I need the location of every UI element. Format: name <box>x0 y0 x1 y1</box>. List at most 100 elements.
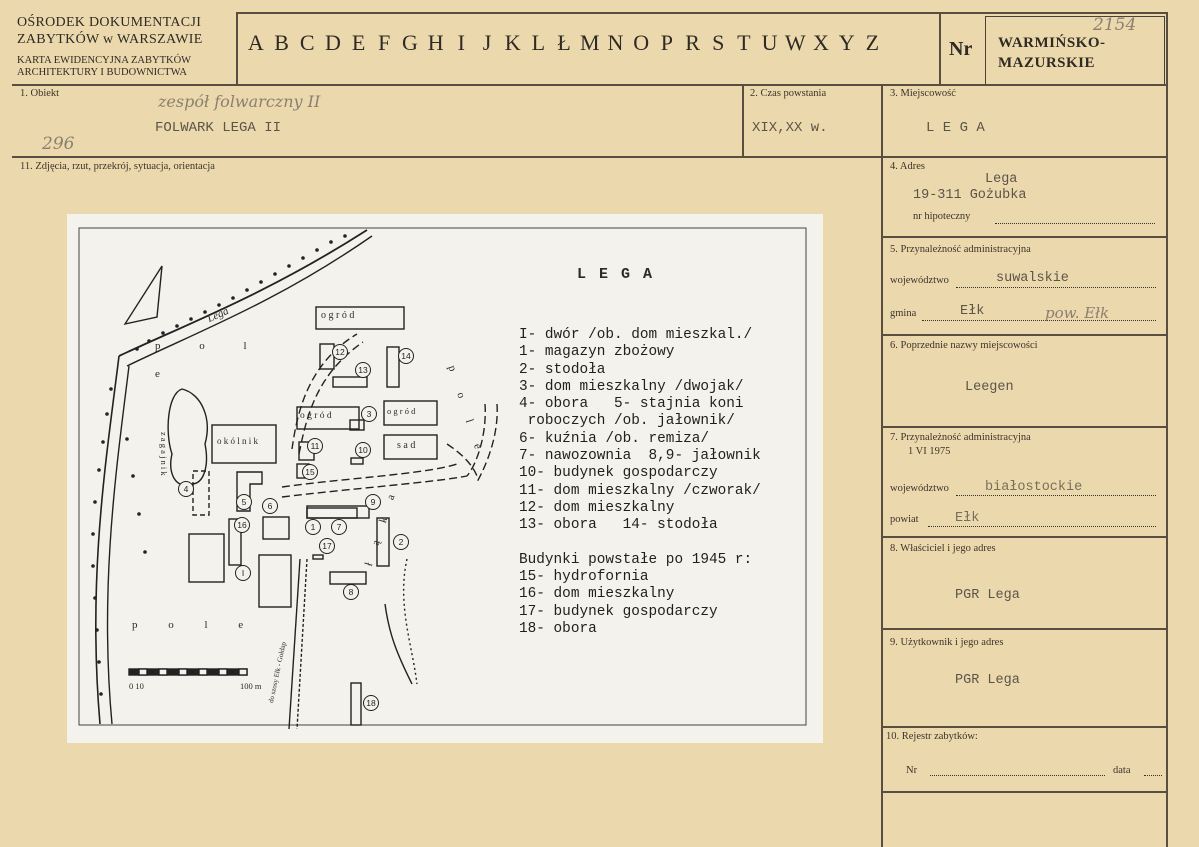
poprzednie-value: Leegen <box>965 380 1014 395</box>
index-letter: Z <box>865 30 880 55</box>
wojewodztwo1975-label: województwo <box>890 483 949 494</box>
index-letter: J <box>482 30 492 55</box>
legend-line: 3- dom mieszkalny /dwojak/ <box>519 378 744 395</box>
tree-marker <box>231 296 235 300</box>
uzytkownik-label: 9. Użytkownik i jego adres <box>890 637 1004 648</box>
index-letter: B <box>274 30 289 55</box>
legend-line: roboczych /ob. jałownik/ <box>519 413 735 430</box>
index-letter: U <box>761 30 778 55</box>
legend-line: 17- budynek gospodarczy <box>519 603 718 620</box>
building-marker: 9 <box>365 494 381 510</box>
przynaleznosc-label: 5. Przynależność administracyjna <box>890 244 1031 255</box>
plan-legend: I- dwór /ob. dom mieszkal./1- magazyn zb… <box>519 327 761 638</box>
tree-marker <box>95 628 99 632</box>
svg-text:6: 6 <box>268 501 273 511</box>
obiekt-value: FOLWARK LEGA II <box>155 120 282 136</box>
voivodeship-name: WARMIŃSKO- MAZURSKIE <box>998 35 1106 71</box>
building-marker: 13 <box>355 362 371 378</box>
building-marker: 12 <box>332 344 348 360</box>
building-marker: 14 <box>398 348 414 364</box>
building-marker: 18 <box>363 695 379 711</box>
building-marker: 1 <box>305 519 321 535</box>
svg-text:7: 7 <box>337 522 342 532</box>
scale-end: 100 m <box>240 681 262 691</box>
przynaleznosc1975-date: 1 VI 1975 <box>908 446 951 457</box>
building-marker: 5 <box>236 494 252 510</box>
miejscowosc-label: 3. Miejscowość <box>890 88 956 99</box>
rejestr-data-label: data <box>1113 765 1131 776</box>
rejestr-nr-label: Nr <box>906 765 918 776</box>
tree-marker <box>97 660 101 664</box>
svg-text:9: 9 <box>371 497 376 507</box>
index-letter: X <box>813 30 829 55</box>
svg-text:17: 17 <box>322 541 332 551</box>
svg-text:I: I <box>242 568 244 578</box>
garden-label-mid: o g r ó d <box>300 411 332 421</box>
tree-marker <box>161 331 165 335</box>
tree-marker <box>329 240 333 244</box>
index-letter: W <box>784 30 806 55</box>
card-title: KARTA EWIDENCYJNA ZABYTKÓW ARCHITEKTURY … <box>17 55 192 78</box>
index-letter: G <box>402 30 418 55</box>
index-letter: P <box>660 30 673 55</box>
garden-label-right: o g r ó d <box>387 406 416 416</box>
tree-marker <box>91 532 95 536</box>
tree-marker <box>97 468 101 472</box>
obiekt-number: 296 <box>42 134 75 154</box>
tree-marker <box>109 387 113 391</box>
legend-line <box>519 535 761 552</box>
przynaleznosc1975-label: 7. Przynależność administracyjna <box>890 432 1031 443</box>
tree-marker <box>101 440 105 444</box>
index-letter: T <box>737 30 751 55</box>
index-letter: H <box>427 30 444 55</box>
tree-marker <box>259 280 263 284</box>
building-marker: 3 <box>361 406 377 422</box>
svg-text:3: 3 <box>367 409 372 419</box>
tree-marker <box>343 234 347 238</box>
legend-line: 4- obora 5- stajnia koni <box>519 396 744 413</box>
gmina-value: Ełk <box>960 304 985 319</box>
tree-marker <box>135 347 139 351</box>
tree-marker <box>91 564 95 568</box>
uzytkownik-value: PGR Lega <box>955 673 1020 688</box>
building-marker: I <box>235 565 251 581</box>
miejscowosc-value: L E G A <box>926 120 985 136</box>
svg-text:18: 18 <box>366 698 376 708</box>
building-marker: 15 <box>302 464 318 480</box>
garden-label-top: o g r ó d <box>321 310 355 321</box>
field-label-top: p o l e <box>155 340 265 380</box>
tree-marker <box>131 474 135 478</box>
legend-line: 11- dom mieszkalny /czworak/ <box>519 482 761 499</box>
svg-text:2: 2 <box>399 537 404 547</box>
tree-marker <box>189 317 193 321</box>
inventory-number: 2154 <box>1093 15 1137 35</box>
adres-label: 4. Adres <box>890 161 925 172</box>
czas-label: 2. Czas powstania <box>750 88 827 99</box>
tree-marker <box>315 248 319 252</box>
legend-line: 12- dom mieszkalny <box>519 499 675 516</box>
czas-value: XIX,XX w. <box>752 120 828 136</box>
tree-marker <box>273 272 277 276</box>
zdjecia-label: 11. Zdjęcia, rzut, przekrój, sytuacja, o… <box>20 161 215 172</box>
wojewodztwo-value: suwalskie <box>996 271 1069 286</box>
index-letter: S <box>712 30 725 55</box>
legend-line: 16- dom mieszkalny <box>519 586 675 603</box>
svg-text:1: 1 <box>311 522 316 532</box>
orchard-label: s a d <box>397 440 416 451</box>
legend-line: I- dwór /ob. dom mieszkal./ <box>519 327 753 343</box>
index-letter: K <box>504 30 521 55</box>
legend-line: 18- obora <box>519 621 597 638</box>
nr-label: Nr <box>949 38 973 60</box>
tree-marker <box>287 264 291 268</box>
tree-markers <box>91 234 347 696</box>
tree-marker <box>143 550 147 554</box>
tree-marker <box>125 437 129 441</box>
tree-marker <box>175 324 179 328</box>
svg-text:12: 12 <box>335 347 345 357</box>
svg-text:14: 14 <box>401 351 411 361</box>
svg-text:15: 15 <box>305 467 315 477</box>
wlasciciel-label: 8. Właściciel i jego adres <box>890 543 996 554</box>
